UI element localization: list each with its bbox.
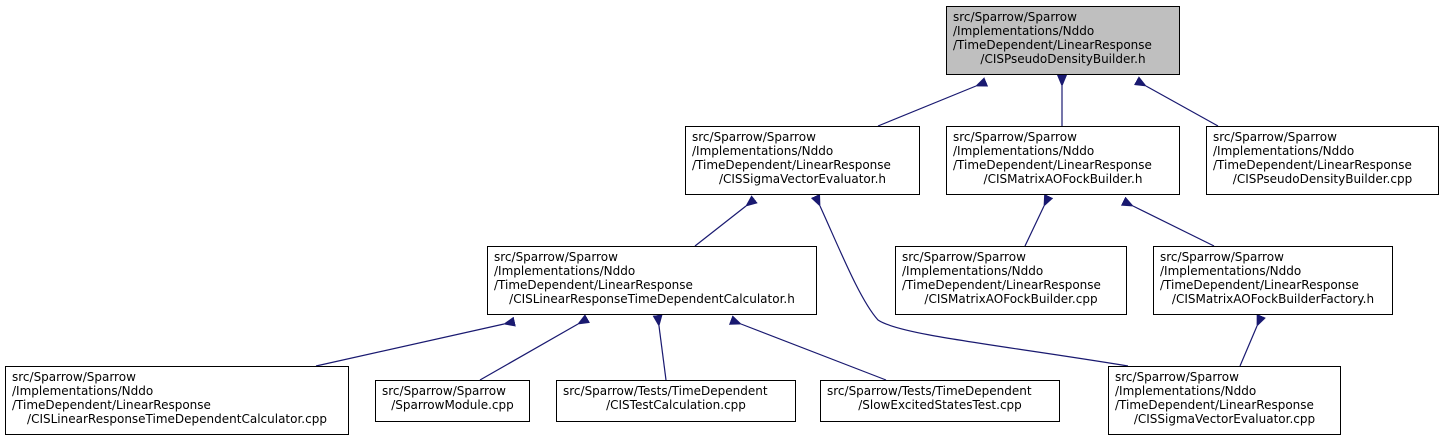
node-line: src/Sparrow/Sparrow bbox=[382, 384, 506, 398]
node-line: /TimeDependent/LinearResponse bbox=[692, 158, 891, 172]
node-line: /Implementations/Nddo bbox=[953, 144, 1095, 158]
node-cissigmavectorevaluator-h[interactable]: src/Sparrow/Sparrow /Implementations/Ndd… bbox=[685, 126, 920, 195]
node-line: src/Sparrow/Sparrow bbox=[692, 130, 816, 144]
node-line: /CISMatrixAOFockBuilder.cpp bbox=[924, 292, 1098, 306]
node-line: /TimeDependent/LinearResponse bbox=[953, 38, 1152, 52]
node-line: /Implementations/Nddo bbox=[12, 384, 154, 398]
node-cistestcalculation-cpp[interactable]: src/Sparrow/Tests/TimeDependent /CISTest… bbox=[556, 380, 796, 422]
node-cispseudodensitybuilder-h: src/Sparrow/Sparrow /Implementations/Ndd… bbox=[946, 6, 1180, 75]
node-line: /TimeDependent/LinearResponse bbox=[12, 398, 211, 412]
node-line: /Implementations/Nddo bbox=[1115, 384, 1257, 398]
node-line: src/Sparrow/Sparrow bbox=[902, 250, 1026, 264]
node-line: /Implementations/Nddo bbox=[1160, 264, 1302, 278]
node-line: /SparrowModule.cpp bbox=[391, 398, 514, 412]
node-line: /Implementations/Nddo bbox=[902, 264, 1044, 278]
edge-sigma-cpp-to-factory-h bbox=[1239, 313, 1266, 367]
node-line: /TimeDependent/LinearResponse bbox=[1213, 158, 1412, 172]
edge-factory-h-to-fock-h bbox=[1120, 196, 1215, 247]
edge-module-cpp-to-calc-h bbox=[479, 314, 591, 381]
node-cispseudodensitybuilder-cpp[interactable]: src/Sparrow/Sparrow /Implementations/Ndd… bbox=[1206, 126, 1439, 195]
node-cismatrixaofockbuilder-cpp[interactable]: src/Sparrow/Sparrow /Implementations/Ndd… bbox=[895, 246, 1127, 315]
node-line: /TimeDependent/LinearResponse bbox=[494, 278, 693, 292]
node-line: /CISLinearResponseTimeDependentCalculato… bbox=[509, 292, 795, 306]
node-line: src/Sparrow/Sparrow bbox=[953, 130, 1077, 144]
node-line: /Implementations/Nddo bbox=[692, 144, 834, 158]
edge-calc-cpp-to-calc-h bbox=[315, 316, 516, 367]
node-line: /CISTestCalculation.cpp bbox=[606, 398, 746, 412]
node-line: /TimeDependent/LinearResponse bbox=[953, 158, 1152, 172]
node-line: /CISMatrixAOFockBuilder.h bbox=[983, 172, 1143, 186]
edge-fock-cpp-to-fock-h bbox=[1024, 193, 1054, 247]
node-line: src/Sparrow/Sparrow bbox=[1160, 250, 1284, 264]
node-line: /Implementations/Nddo bbox=[1213, 144, 1355, 158]
node-sparrowmodule-cpp[interactable]: src/Sparrow/Sparrow /SparrowModule.cpp bbox=[375, 380, 530, 422]
edge-sigma-cpp-to-sigma-h bbox=[810, 193, 1129, 367]
node-line: /TimeDependent/LinearResponse bbox=[1115, 398, 1314, 412]
node-cissigmavectorevaluator-cpp[interactable]: src/Sparrow/Sparrow /Implementations/Ndd… bbox=[1108, 366, 1341, 435]
node-line: /SlowExcitedStatesTest.cpp bbox=[858, 398, 1022, 412]
node-line: /TimeDependent/LinearResponse bbox=[902, 278, 1101, 292]
node-cislinearresponsetimedependentcalculator-h[interactable]: src/Sparrow/Sparrow /Implementations/Ndd… bbox=[487, 246, 817, 315]
node-line: /Implementations/Nddo bbox=[494, 264, 636, 278]
node-line: /CISSigmaVectorEvaluator.cpp bbox=[1133, 412, 1316, 426]
node-line: src/Sparrow/Sparrow bbox=[12, 370, 136, 384]
node-line: src/Sparrow/Sparrow bbox=[1213, 130, 1337, 144]
node-line: /CISSigmaVectorEvaluator.h bbox=[718, 172, 887, 186]
node-line: src/Sparrow/Tests/TimeDependent bbox=[827, 384, 1032, 398]
node-line: src/Sparrow/Sparrow bbox=[953, 10, 1077, 24]
edge-calc-h-to-sigma-h bbox=[694, 195, 758, 247]
node-cislinearresponsetimedependentcalculator-cpp[interactable]: src/Sparrow/Sparrow /Implementations/Ndd… bbox=[5, 366, 349, 435]
node-line: /CISLinearResponseTimeDependentCalculato… bbox=[27, 412, 327, 426]
edge-test-calc-to-calc-h bbox=[652, 314, 667, 381]
edge-sigma-h-to-root bbox=[877, 77, 989, 127]
node-line: src/Sparrow/Tests/TimeDependent bbox=[563, 384, 768, 398]
node-line: /TimeDependent/LinearResponse bbox=[1160, 278, 1359, 292]
node-line: /CISPseudoDensityBuilder.h bbox=[980, 52, 1146, 66]
edge-slow-test-to-calc-h bbox=[728, 315, 887, 381]
node-line: src/Sparrow/Sparrow bbox=[1115, 370, 1239, 384]
node-cismatrixaofockbuilderfactory-h[interactable]: src/Sparrow/Sparrow /Implementations/Ndd… bbox=[1153, 246, 1393, 315]
node-slowexcitedstatestest-cpp[interactable]: src/Sparrow/Tests/TimeDependent /SlowExc… bbox=[820, 380, 1060, 422]
edge-pseudo-cpp-to-root bbox=[1133, 76, 1219, 127]
node-line: /Implementations/Nddo bbox=[953, 24, 1095, 38]
node-line: src/Sparrow/Sparrow bbox=[494, 250, 618, 264]
node-line: /CISMatrixAOFockBuilderFactory.h bbox=[1171, 292, 1375, 306]
node-line: /CISPseudoDensityBuilder.cpp bbox=[1232, 172, 1413, 186]
node-cismatrixaofockbuilder-h[interactable]: src/Sparrow/Sparrow /Implementations/Ndd… bbox=[946, 126, 1180, 195]
